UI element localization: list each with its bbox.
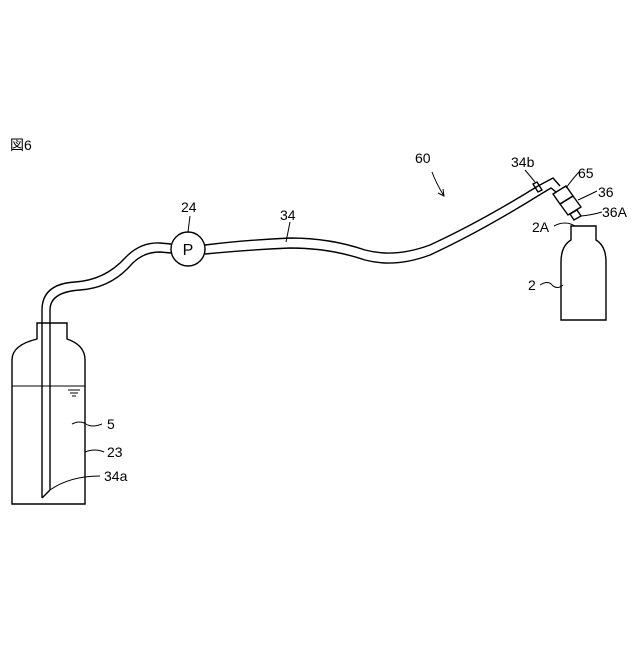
label-36: 36 bbox=[598, 184, 614, 200]
nozzle-tip bbox=[570, 210, 581, 220]
nozzle-assembly bbox=[533, 178, 581, 220]
tube-suction-line bbox=[42, 243, 171, 310]
label-34: 34 bbox=[280, 207, 296, 223]
label-60: 60 bbox=[415, 150, 431, 166]
label-2A: 2A bbox=[532, 219, 550, 235]
tube-inlet-section bbox=[42, 310, 50, 498]
supply-tank bbox=[12, 323, 85, 504]
label-24: 24 bbox=[181, 199, 197, 215]
label-36A: 36A bbox=[602, 204, 628, 220]
pump: P bbox=[171, 232, 205, 266]
label-34a: 34a bbox=[104, 468, 128, 484]
label-2: 2 bbox=[528, 277, 536, 293]
label-23: 23 bbox=[107, 444, 123, 460]
label-5: 5 bbox=[107, 416, 115, 432]
bottle bbox=[561, 226, 606, 320]
connector bbox=[553, 186, 573, 204]
label-65: 65 bbox=[578, 165, 594, 181]
liquid-level-symbol bbox=[68, 390, 80, 396]
pump-symbol: P bbox=[183, 242, 194, 259]
figure-title: 図6 bbox=[10, 137, 32, 153]
reference-labels: 60 24 34 34b 65 36 36A 2A 2 5 23 34a bbox=[104, 150, 628, 484]
leader-lines bbox=[50, 170, 602, 490]
label-34b: 34b bbox=[511, 154, 535, 170]
tube-discharge-line bbox=[205, 186, 541, 263]
